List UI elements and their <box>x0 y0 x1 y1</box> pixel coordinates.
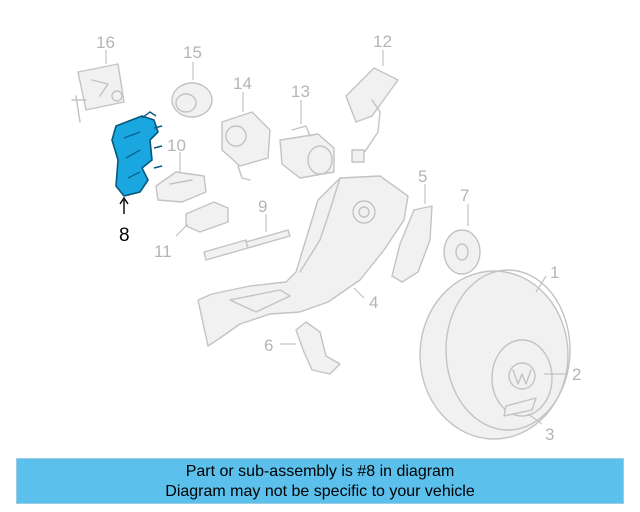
part-9-gas-strut: 9 <box>203 197 291 261</box>
callout-14[interactable]: 14 <box>233 74 252 93</box>
part-3-badge: 3 <box>503 397 554 444</box>
callout-10[interactable]: 10 <box>167 136 186 155</box>
callout-2[interactable]: 2 <box>572 365 581 384</box>
callout-6[interactable]: 6 <box>264 336 273 355</box>
part-14-actuator: 14 <box>221 74 271 181</box>
callout-7[interactable]: 7 <box>460 186 469 205</box>
part-6-guide: 6 <box>264 321 341 375</box>
part-11-block: 11 <box>154 201 229 261</box>
callout-12[interactable]: 12 <box>373 32 392 51</box>
callout-8[interactable]: 8 <box>119 225 130 246</box>
parts-diagram: 16 15 14 13 12 10 <box>71 32 581 444</box>
part-4-carrier-arm: 4 <box>197 175 409 347</box>
part-1-wheel-cover: 1 <box>419 263 571 440</box>
callout-3[interactable]: 3 <box>545 425 554 444</box>
banner-line-2: Diagram may not be specific to your vehi… <box>165 483 475 500</box>
callout-16[interactable]: 16 <box>96 33 115 52</box>
callout-15[interactable]: 15 <box>183 43 202 62</box>
part-12-cover: 12 <box>345 32 399 163</box>
info-banner: Part or sub-assembly is #8 in diagram Di… <box>16 458 624 504</box>
part-8-hinge-plate[interactable]: 8 <box>111 111 163 246</box>
part-16-hinge-bracket: 16 <box>71 33 125 123</box>
callout-13[interactable]: 13 <box>291 82 310 101</box>
callout-4[interactable]: 4 <box>369 293 378 312</box>
banner-line-1: Part or sub-assembly is #8 in diagram <box>185 463 455 480</box>
part-10-bracket: 10 <box>155 136 207 203</box>
part-5-trim-panel: 5 <box>391 167 433 283</box>
part-7-flange: 7 <box>443 186 481 275</box>
part-13-motor: 13 <box>279 82 335 179</box>
callout-9[interactable]: 9 <box>258 197 267 216</box>
part-15-disc: 15 <box>171 43 213 118</box>
part-2-emblem: 2 <box>508 362 581 390</box>
callout-5[interactable]: 5 <box>418 167 427 186</box>
callout-1[interactable]: 1 <box>550 263 559 282</box>
callout-11[interactable]: 11 <box>154 242 172 261</box>
